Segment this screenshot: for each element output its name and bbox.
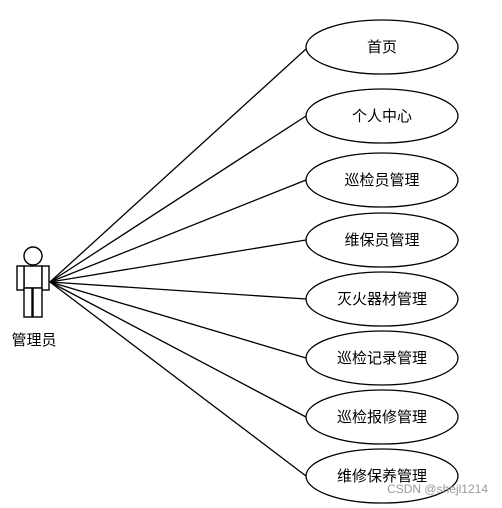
use-case-inspector-management: 巡检员管理 <box>305 152 459 208</box>
actor-head <box>23 246 43 266</box>
actor-torso <box>23 265 43 289</box>
use-case-inspection-repair-management: 巡检报修管理 <box>305 389 459 445</box>
use-case-label: 巡检员管理 <box>344 171 419 189</box>
actor-label: 管理员 <box>11 331 56 349</box>
association-line <box>49 239 307 283</box>
use-case-label: 首页 <box>367 38 397 56</box>
watermark: CSDN @shejl1214 <box>387 482 488 496</box>
use-case-fire-equipment-management: 灭火器材管理 <box>305 271 459 327</box>
association-line <box>49 115 307 283</box>
actor-administrator <box>16 246 50 318</box>
association-line <box>49 48 307 283</box>
association-line <box>49 179 307 283</box>
association-line <box>49 281 307 359</box>
actor-left-arm <box>16 265 25 291</box>
use-case-label: 个人中心 <box>352 107 412 125</box>
actor-left-leg <box>23 287 33 318</box>
use-case-label: 灭火器材管理 <box>337 290 427 308</box>
use-cases: 首页 个人中心 巡检员管理 维保员管理 灭火器材管理 巡检记录管理 巡检报修管理 <box>305 19 459 504</box>
use-case-label: 维保员管理 <box>344 231 419 249</box>
use-case-label: 巡检记录管理 <box>337 349 427 367</box>
use-case-label: 维修保养管理 <box>337 467 427 485</box>
actor-right-leg <box>32 287 43 318</box>
use-case-maintenance-management: 维修保养管理 <box>305 448 459 504</box>
use-case-personal-center: 个人中心 <box>305 88 459 144</box>
use-case-inspection-record-management: 巡检记录管理 <box>305 330 459 386</box>
association-line <box>49 281 307 477</box>
use-case-maintainer-management: 维保员管理 <box>305 212 459 268</box>
association-line <box>49 281 307 418</box>
use-case-home: 首页 <box>305 19 459 75</box>
association-line <box>49 281 307 300</box>
association-lines <box>49 48 307 477</box>
use-case-label: 巡检报修管理 <box>337 408 427 426</box>
actor-right-arm <box>41 265 50 291</box>
